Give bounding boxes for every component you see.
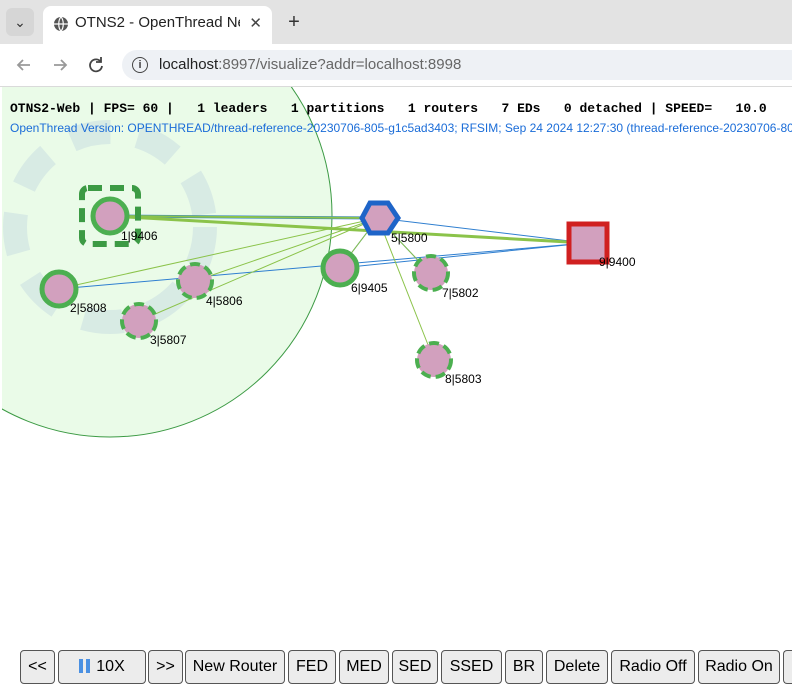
radio-on-button[interactable]: Radio On (698, 650, 780, 684)
range-dashed-ring (3, 120, 217, 334)
forward-button[interactable] (49, 54, 71, 76)
pause-icon (79, 659, 84, 673)
node-label-6: 6|9405 (351, 281, 388, 295)
node-label-5: 5|5800 (391, 231, 428, 245)
sed-button[interactable]: SED (392, 650, 438, 684)
reload-button[interactable] (85, 54, 107, 76)
node-5[interactable] (359, 200, 402, 236)
node-9[interactable] (566, 221, 610, 265)
node-label-7: 7|5802 (442, 286, 479, 300)
node-label-8: 8|5803 (445, 372, 482, 386)
br-button[interactable]: BR (505, 650, 543, 684)
node-7[interactable] (412, 254, 450, 292)
node-1[interactable] (79, 185, 141, 247)
node-label-9: 9|9400 (599, 255, 636, 269)
chevron-down-icon: ⌄ (14, 13, 26, 30)
address-bar[interactable]: i localhost:8997/visualize?addr=localhos… (122, 50, 792, 80)
fed-button[interactable]: FED (288, 650, 336, 684)
globe-icon (54, 16, 68, 32)
delete-button[interactable]: Delete (546, 650, 608, 684)
otns-visualization: 1|9406 2|5808 3|5807 4|5806 5|5800 6|940… (2, 87, 792, 696)
browser-toolbar: i localhost:8997/visualize?addr=localhos… (0, 44, 792, 87)
node-3[interactable] (120, 302, 158, 340)
node-label-2: 2|5808 (70, 301, 107, 315)
control-bar: << 10X >> New Router FED MED SED SSED BR… (20, 650, 792, 686)
new-tab-button[interactable]: + (288, 11, 300, 33)
url-text: localhost:8997/visualize?addr=localhost:… (159, 56, 462, 73)
node-8[interactable] (415, 341, 453, 379)
radio-range-circle (2, 87, 333, 438)
tab-title: OTNS2 - OpenThread Ne (75, 14, 240, 31)
back-button[interactable] (13, 54, 35, 76)
reload-icon (89, 57, 103, 73)
version-line: OpenThread Version: OPENTHREAD/thread-re… (10, 121, 792, 135)
node-4[interactable] (176, 262, 214, 300)
close-tab-icon[interactable]: ✕ (249, 15, 262, 32)
ssed-button[interactable]: SSED (441, 650, 502, 684)
new-router-button[interactable]: New Router (185, 650, 285, 684)
slower-button[interactable]: << (20, 650, 55, 684)
radio-off-button[interactable]: Radio Off (611, 650, 695, 684)
info-icon[interactable]: i (132, 57, 148, 73)
med-button[interactable]: MED (339, 650, 389, 684)
pause-speed-button[interactable]: 10X (58, 650, 146, 684)
node-2[interactable] (39, 269, 79, 309)
arrow-right-icon (54, 59, 68, 71)
network-canvas[interactable]: 1|9406 2|5808 3|5807 4|5806 5|5800 6|940… (2, 87, 792, 647)
node-label-1: 1|9406 (121, 229, 158, 243)
node-label-4: 4|5806 (206, 294, 243, 308)
browser-tab[interactable]: OTNS2 - OpenThread Ne ✕ (43, 6, 272, 44)
tab-search-button[interactable]: ⌄ (6, 8, 34, 36)
node-label-3: 3|5807 (150, 333, 187, 347)
node-6[interactable] (320, 248, 360, 288)
overflow-button[interactable] (783, 650, 792, 684)
faster-button[interactable]: >> (148, 650, 183, 684)
arrow-left-icon (16, 59, 30, 71)
browser-tab-bar: ⌄ OTNS2 - OpenThread Ne ✕ + (0, 0, 792, 44)
status-line: OTNS2-Web | FPS= 60 | 1 leaders 1 partit… (10, 101, 767, 116)
